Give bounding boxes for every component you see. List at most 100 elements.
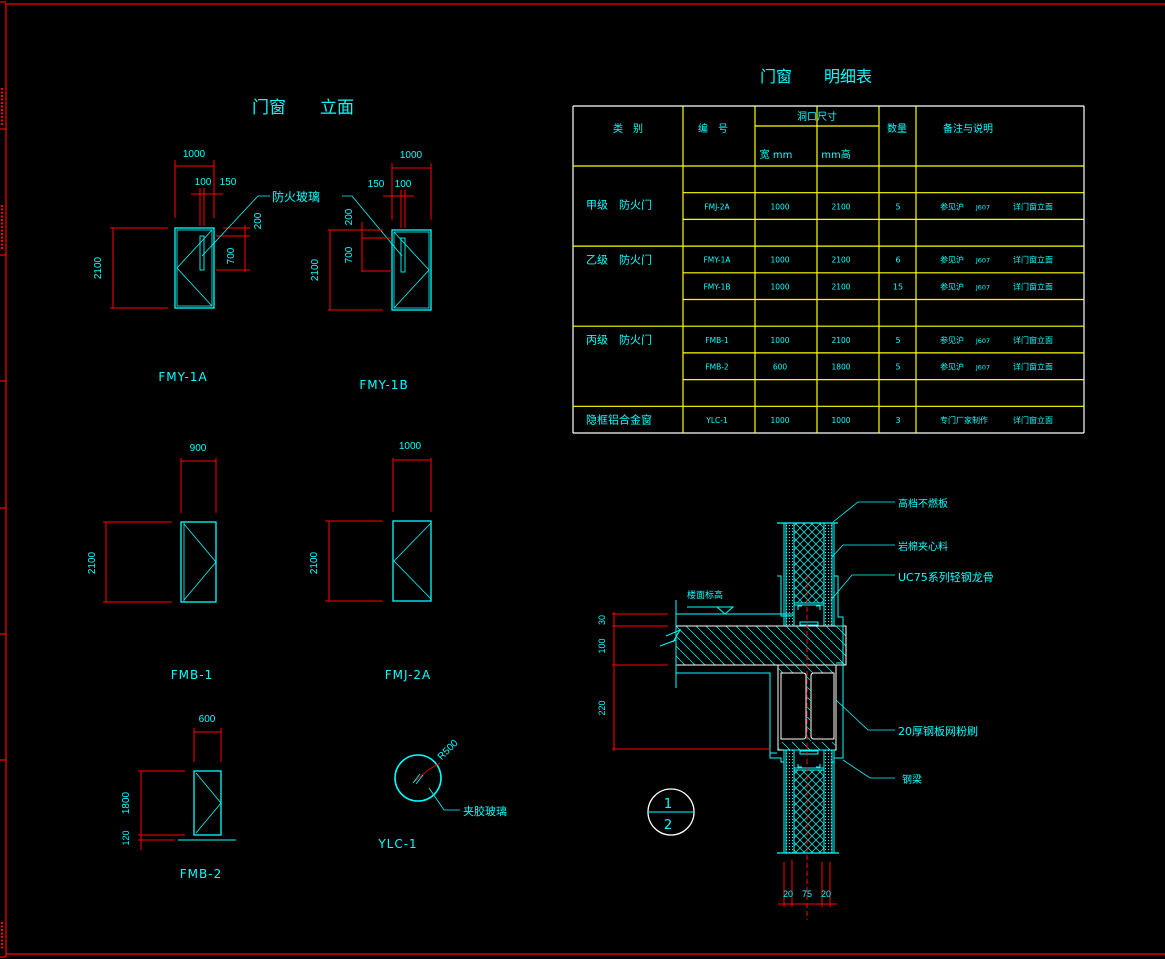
label-steel-beam: 钢梁 [902,773,922,786]
cell-code: YLC-1 [705,416,728,425]
label-floor-level: 楼面标高 [687,589,723,601]
cell-quantity: 5 [895,362,900,371]
section-dimension-lines [612,612,837,907]
cell-note: 详门窗立面 [1013,361,1053,371]
elevation-fmy-1b: 1000 100 150 2100 200 700 FMY-1B [310,150,432,392]
dimension-lines [103,458,217,603]
cell-height: 1800 [831,362,850,371]
elevation-ylc-1 [394,754,460,811]
wall-section-detail: 30 100 220 20 75 20 [597,501,895,920]
cell-note: 详门窗立面 [1013,335,1053,345]
dim-height: 2100 [309,551,320,574]
cell-reference: 参见沪 [940,255,964,265]
elevation-label: FMB-2 [180,867,222,881]
sheet-number: 2 [664,818,672,833]
cell-note: 详门窗立面 [1013,255,1053,265]
cell-quantity: 5 [895,336,900,345]
dim-glass-width: 100 [195,177,212,188]
glass-label: 防火玻璃 [272,189,320,204]
detail-number: 1 [664,797,672,812]
cell-code: FMB-1 [705,336,729,345]
header-width: 宽 mm [760,148,793,161]
dim-height: 2100 [87,551,98,574]
dim-220: 220 [597,700,607,715]
elevation-fmb-1: 900 2100 FMB-1 [87,443,217,682]
dim-20-left: 20 [783,889,793,899]
dim-75: 75 [802,889,812,899]
dim-glass-height: 700 [344,246,355,263]
dim-glass-width: 100 [395,179,412,190]
elevation-label: YLC-1 [377,837,417,851]
label-rockwool-core: 岩棉夹心料 [898,540,948,553]
cell-code: FMY-1A [703,256,731,265]
dim-height: 1800 [121,791,132,814]
laminated-glass-label: 夹胶玻璃 [463,804,507,818]
cell-width: 1000 [770,282,789,291]
door-outline [392,520,432,602]
cell-width: 1000 [770,336,789,345]
dim-top-gap: 200 [344,208,355,225]
elevation-fmy-1a: 1000 100 150 2100 200 700 FMY-1A [93,149,264,384]
dim-glass-height: 700 [226,247,237,264]
cell-reference: 参见沪 [940,335,964,345]
cell-standard: J607 [975,257,990,265]
cell-quantity: 15 [893,282,903,291]
cell-quantity: 5 [895,202,900,211]
elevations-title: 门窗 立面 [252,98,354,118]
cell-height: 2100 [831,256,850,265]
schedule-table [572,105,1085,434]
cell-standard: J607 [975,203,990,211]
cell-code: FMB-2 [705,362,729,371]
lower-partition [769,749,840,854]
cell-standard: J607 [975,363,990,371]
cell-width: 1000 [770,202,789,211]
cell-standard: J607 [975,337,990,345]
section-leaders [830,501,895,779]
header-opening-size: 洞口尺寸 [797,110,837,123]
header-height: mm高 [821,148,850,161]
door-outline [391,229,432,311]
dim-100: 100 [597,638,607,653]
dim-radius: R500 [436,738,461,763]
cell-reference: 参见沪 [940,201,964,211]
cell-width: 1000 [770,256,789,265]
cell-reference: 专门厂家制作 [940,415,988,425]
dimension-lines [328,163,432,311]
cell-standard: J607 [975,283,990,291]
header-category: 类 别 [613,122,643,135]
elevation-label: FMY-1B [359,378,408,392]
label-top-board: 高档不燃板 [898,497,948,510]
cell-quantity: 6 [895,256,900,265]
cell-height: 1000 [831,416,850,425]
dimension-lines [110,160,250,309]
detail-reference-bubble [647,788,695,836]
dim-20-right: 20 [821,889,831,899]
group-category: 隐框铝合金窗 [586,413,652,427]
header-code: 编 号 [698,122,728,135]
cell-reference: 参见沪 [940,361,964,371]
group-category: 乙级 防火门 [586,252,652,266]
group-category: 甲级 防火门 [586,198,652,212]
header-remarks: 备注与说明 [943,122,993,135]
cell-height: 2100 [831,202,850,211]
dim-30: 30 [597,615,607,625]
cell-code: FMY-1B [703,282,730,291]
door-outline [180,521,217,603]
elevation-label: FMJ-2A [385,668,432,682]
dim-width: 1000 [399,441,422,452]
upper-partition [777,522,844,627]
dimension-lines [138,728,222,850]
dim-width: 600 [199,714,216,725]
cell-note: 详门窗立面 [1013,415,1053,425]
dim-width: 1000 [400,150,423,161]
dim-width: 900 [190,443,207,454]
elevation-label: FMY-1A [158,370,207,384]
schedule-title: 门窗 明细表 [760,67,872,86]
cell-height: 2100 [831,336,850,345]
door-outline [178,770,236,841]
dim-width: 1000 [183,149,206,160]
door-outline [174,227,215,309]
header-quantity: 数量 [887,122,907,135]
